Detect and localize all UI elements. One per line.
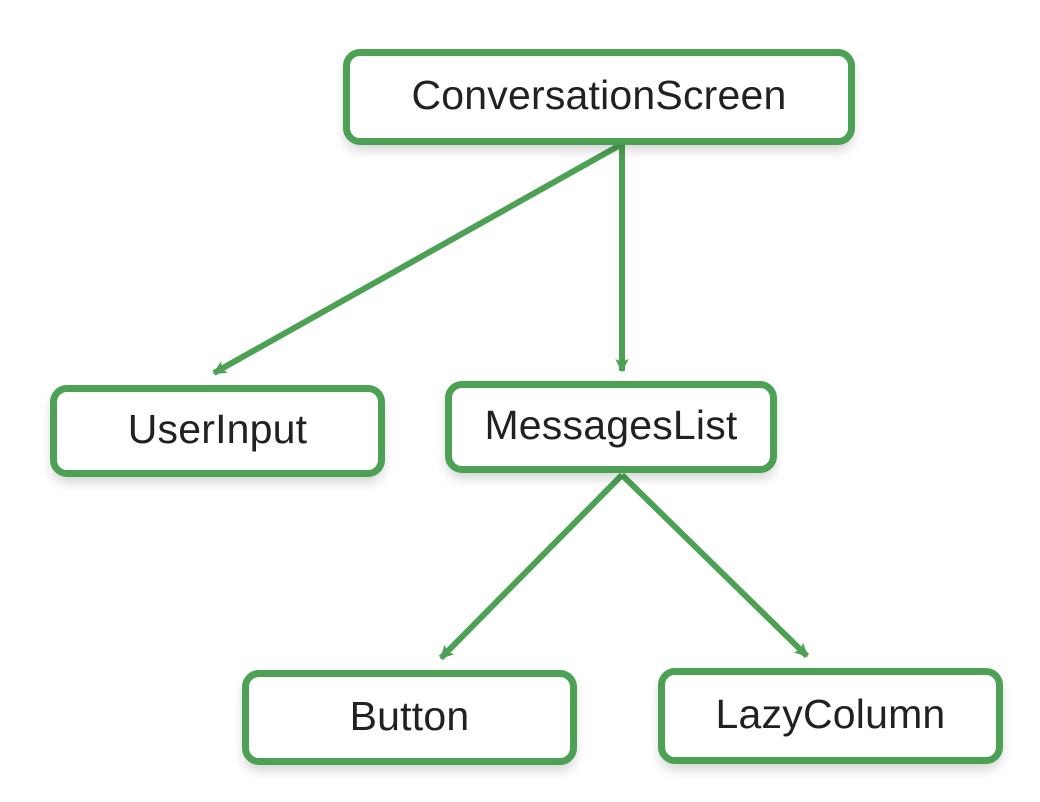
- node-button: Button: [242, 670, 577, 765]
- edge-messageslist-lazycolumn: [619, 472, 810, 659]
- edge-messageslist-button: [438, 472, 625, 661]
- node-label-button: Button: [349, 692, 470, 739]
- node-label-user-input: UserInput: [127, 406, 308, 452]
- node-user-input: UserInput: [50, 385, 385, 477]
- node-label-messages-list: MessagesList: [484, 402, 738, 448]
- node-messages-list: MessagesList: [445, 381, 777, 473]
- node-label-lazy-column: LazyColumn: [715, 691, 946, 737]
- node-label-conversation-screen: ConversationScreen: [411, 72, 787, 118]
- node-lazy-column: LazyColumn: [658, 668, 1003, 764]
- edge-conversationscreen-userinput: [212, 141, 624, 376]
- node-conversation-screen: ConversationScreen: [343, 49, 855, 145]
